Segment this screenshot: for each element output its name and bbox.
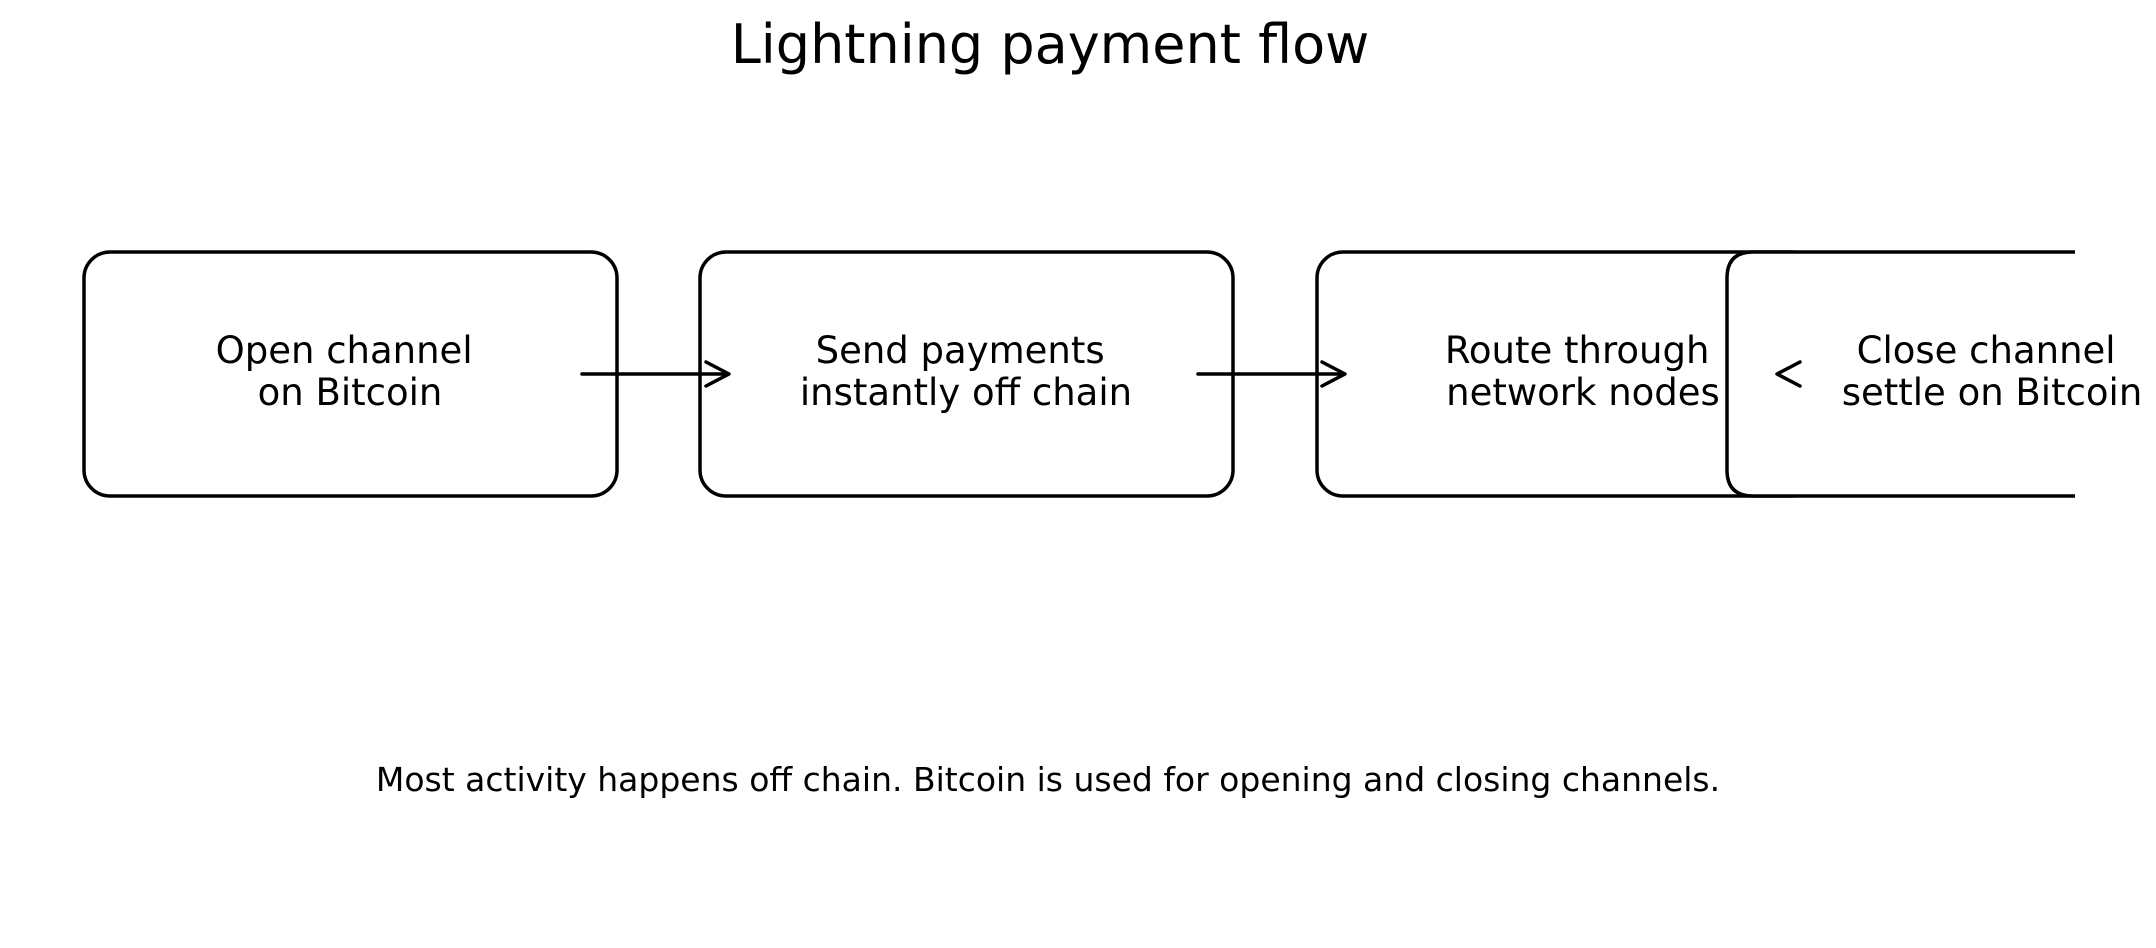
flow-arrow-open-to-send [580, 360, 731, 388]
diagram-title: Lightning payment flow [731, 13, 1370, 76]
step-label-line-1: Route through [1445, 329, 1710, 372]
step-box [1725, 250, 2075, 498]
flow-step-close-channel: Close channel settle on Bitcoin [1725, 250, 2143, 498]
step-label-line-2: instantly off chain [800, 371, 1132, 414]
arrow-head [1320, 360, 1347, 388]
arrow-head [704, 360, 731, 388]
step-label-line-1: Send payments [816, 329, 1105, 372]
flow-step-send-payments: Send payments instantly off chain [698, 250, 1235, 498]
step-label: Route through network nodes [1445, 329, 1721, 414]
flow-step-open-channel: Open channel on Bitcoin [82, 250, 619, 498]
step-label-line-1: Close channel [1857, 329, 2116, 372]
step-label: Open channel on Bitcoin [216, 329, 485, 414]
flow-arrow-send-to-route [1196, 360, 1347, 388]
arrow-head [1775, 360, 1802, 388]
step-label-line-2: settle on Bitcoin [1842, 371, 2143, 414]
step-label: Send payments instantly off chain [800, 329, 1132, 414]
step-label: Close channel settle on Bitcoin [1842, 329, 2143, 414]
step-label-line-1: Open channel [216, 329, 473, 372]
flow-arrow-close-to-route [1775, 360, 1802, 388]
step-label-line-2: network nodes [1446, 371, 1720, 414]
step-label-line-2: on Bitcoin [258, 371, 443, 414]
diagram-footnote: Most activity happens off chain. Bitcoin… [376, 760, 1720, 799]
